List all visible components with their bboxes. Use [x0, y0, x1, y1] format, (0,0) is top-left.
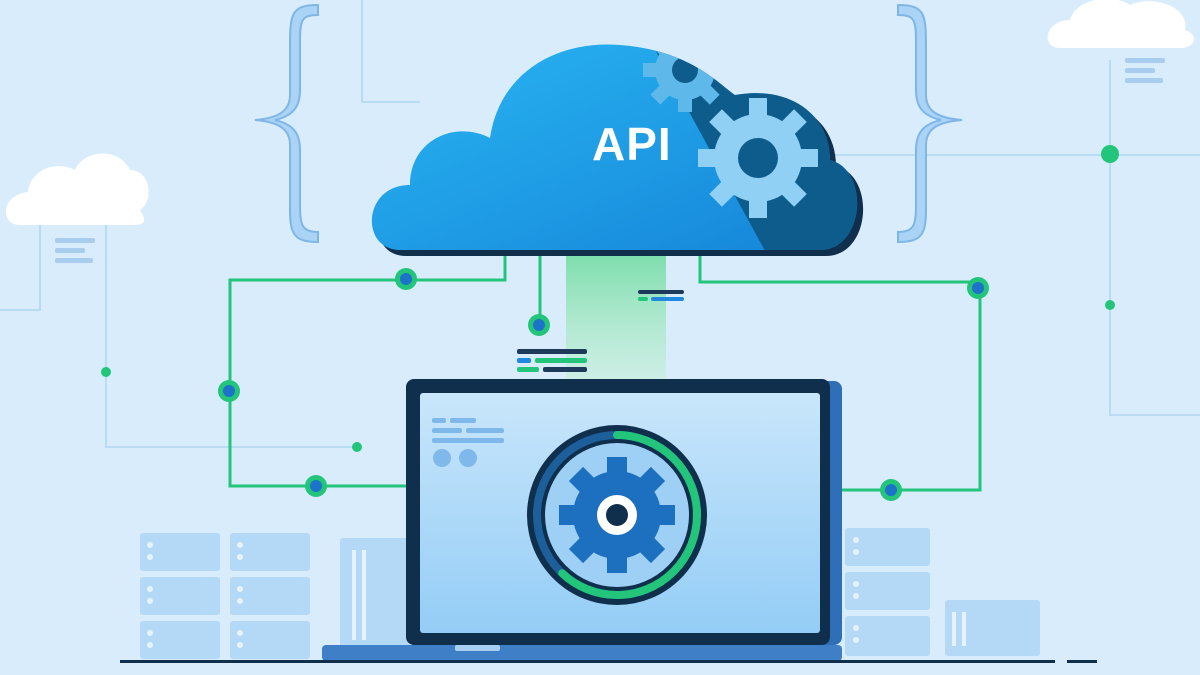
connector-dot: [101, 145, 1119, 452]
connector-node: [880, 479, 902, 501]
code-snippet-icon: [517, 349, 587, 372]
small-cloud-left-icon: [5, 153, 149, 263]
connector-node: [218, 380, 240, 402]
connector-node: [305, 475, 327, 497]
curly-brace-left-icon: [254, 3, 319, 244]
laptop-icon: [322, 379, 842, 661]
gear-icon: [559, 457, 675, 573]
ground-line: [120, 660, 1097, 663]
server-rack-right-icon: [845, 528, 1040, 656]
curly-brace-right-icon: [897, 3, 963, 244]
connector-node: [395, 268, 417, 290]
connector-nodes: [101, 145, 1119, 501]
connector-node: [967, 277, 989, 299]
connector-node: [528, 314, 550, 336]
api-label: API: [592, 118, 672, 170]
gear-icon: [698, 98, 818, 218]
api-cloud-icon: API: [371, 44, 864, 257]
screen-text-lines: [432, 418, 504, 467]
small-cloud-right-icon: [1047, 0, 1194, 83]
gear-icon: [643, 44, 727, 112]
server-rack-left-icon: [140, 533, 410, 659]
background-grid-lines: [0, 0, 1200, 448]
code-snippet-icon: [638, 290, 684, 301]
